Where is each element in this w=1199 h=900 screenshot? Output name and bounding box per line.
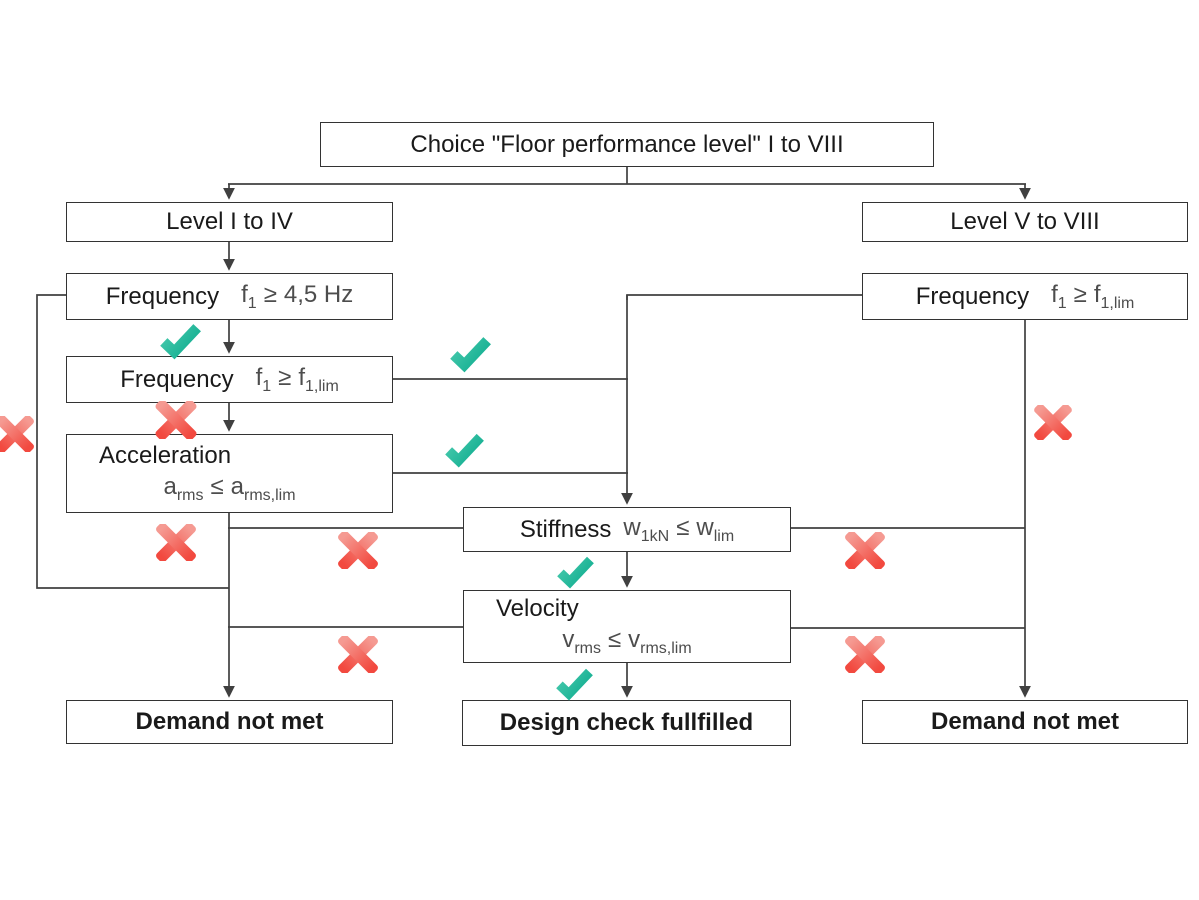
formula-rhs-sub: 1,lim bbox=[1100, 294, 1135, 312]
formula-operator: ≥ bbox=[1073, 280, 1087, 308]
formula-rhs: w bbox=[696, 513, 714, 541]
check-icon bbox=[553, 666, 595, 702]
acceleration-formula: arms≤arms,lim bbox=[67, 473, 392, 505]
formula-rhs-sub: rms,lim bbox=[640, 640, 692, 657]
frequency-lim-left-formula: f1≥f1,lim bbox=[256, 364, 339, 396]
connector-freq45-fail-loop bbox=[36, 294, 229, 589]
formula-lhs: f bbox=[1051, 280, 1058, 308]
box-demand-not-met-left: Demand not met bbox=[66, 700, 393, 744]
cross-icon bbox=[338, 532, 378, 569]
formula-rhs-sub: lim bbox=[713, 527, 735, 545]
box-frequency-45hz-label: Frequency bbox=[105, 282, 220, 310]
formula-rhs-sub: 1,lim bbox=[305, 377, 339, 395]
formula-operator: ≤ bbox=[607, 626, 622, 653]
check-icon bbox=[554, 554, 596, 590]
box-level-5-8-label: Level V to VIII bbox=[950, 208, 1100, 235]
formula-rhs-sub: rms,lim bbox=[244, 487, 296, 504]
formula-operator: ≤ bbox=[210, 473, 224, 500]
box-level-1-4: Level I to IV bbox=[66, 202, 393, 242]
cross-icon bbox=[0, 416, 34, 452]
formula-lhs-sub: 1 bbox=[247, 294, 257, 312]
box-velocity-label: Velocity bbox=[496, 595, 579, 622]
connector-freqright-to-mid bbox=[626, 294, 862, 300]
formula-operator: ≥ bbox=[263, 280, 277, 308]
frequency-45hz-formula: f1 ≥4,5 Hz bbox=[241, 281, 353, 313]
formula-operator: ≤ bbox=[676, 513, 690, 541]
formula-rhs: f bbox=[1093, 280, 1101, 308]
box-frequency-lim-left-label: Frequency bbox=[120, 365, 234, 393]
box-frequency-lim-right: Frequency f1≥f1,lim bbox=[862, 273, 1188, 320]
box-velocity: Velocity vrms≤vrms,lim bbox=[463, 590, 791, 663]
formula-lhs-sub: 1kN bbox=[640, 527, 670, 545]
box-frequency-lim-left: Frequency f1≥f1,lim bbox=[66, 356, 393, 403]
box-design-check-fulfilled: Design check fullfilled bbox=[462, 700, 791, 746]
box-acceleration-label: Acceleration bbox=[99, 442, 232, 469]
cross-icon bbox=[845, 636, 885, 673]
formula-operator: ≥ bbox=[278, 363, 292, 391]
frequency-lim-right-formula: f1≥f1,lim bbox=[1051, 281, 1134, 313]
box-design-check-fulfilled-label: Design check fullfilled bbox=[499, 709, 754, 736]
formula-rhs: v bbox=[628, 626, 641, 653]
formula-lhs-sub: rms bbox=[176, 487, 204, 504]
formula-rhs: 4,5 Hz bbox=[283, 280, 354, 308]
formula-lhs: w bbox=[623, 513, 641, 541]
check-icon bbox=[157, 321, 203, 361]
box-level-1-4-label: Level I to IV bbox=[166, 208, 293, 235]
box-stiffness: Stiffness w1kN≤wlim bbox=[463, 507, 791, 552]
check-icon bbox=[442, 431, 486, 469]
formula-lhs: v bbox=[562, 626, 575, 653]
box-demand-not-met-right-label: Demand not met bbox=[930, 708, 1119, 735]
formula-lhs-sub: 1 bbox=[1057, 294, 1067, 312]
box-demand-not-met-right: Demand not met bbox=[862, 700, 1188, 744]
cross-icon bbox=[156, 524, 196, 561]
formula-lhs: f bbox=[255, 363, 263, 391]
formula-lhs: a bbox=[163, 473, 177, 500]
cross-icon bbox=[1034, 405, 1072, 440]
box-acceleration: Acceleration arms≤arms,lim bbox=[66, 434, 393, 513]
cross-icon bbox=[338, 636, 378, 673]
box-stiffness-label: Stiffness bbox=[519, 515, 612, 543]
check-icon bbox=[447, 334, 493, 374]
stiffness-formula: w1kN≤wlim bbox=[623, 514, 734, 546]
box-frequency-lim-right-label: Frequency bbox=[915, 282, 1030, 310]
formula-rhs: f bbox=[298, 363, 306, 391]
box-level-5-8: Level V to VIII bbox=[862, 202, 1188, 242]
cross-icon bbox=[155, 401, 197, 439]
velocity-formula: vrms≤vrms,lim bbox=[464, 626, 790, 658]
formula-lhs-sub: 1 bbox=[262, 377, 272, 395]
formula-lhs: f bbox=[241, 280, 248, 308]
box-demand-not-met-left-label: Demand not met bbox=[135, 708, 324, 735]
formula-lhs-sub: rms bbox=[574, 640, 601, 657]
box-choice-level: Choice "Floor performance level" I to VI… bbox=[320, 122, 934, 167]
box-frequency-45hz: Frequency f1 ≥4,5 Hz bbox=[66, 273, 393, 320]
formula-rhs: a bbox=[230, 473, 244, 500]
box-choice-label: Choice "Floor performance level" I to VI… bbox=[410, 130, 844, 158]
cross-icon bbox=[845, 532, 885, 569]
